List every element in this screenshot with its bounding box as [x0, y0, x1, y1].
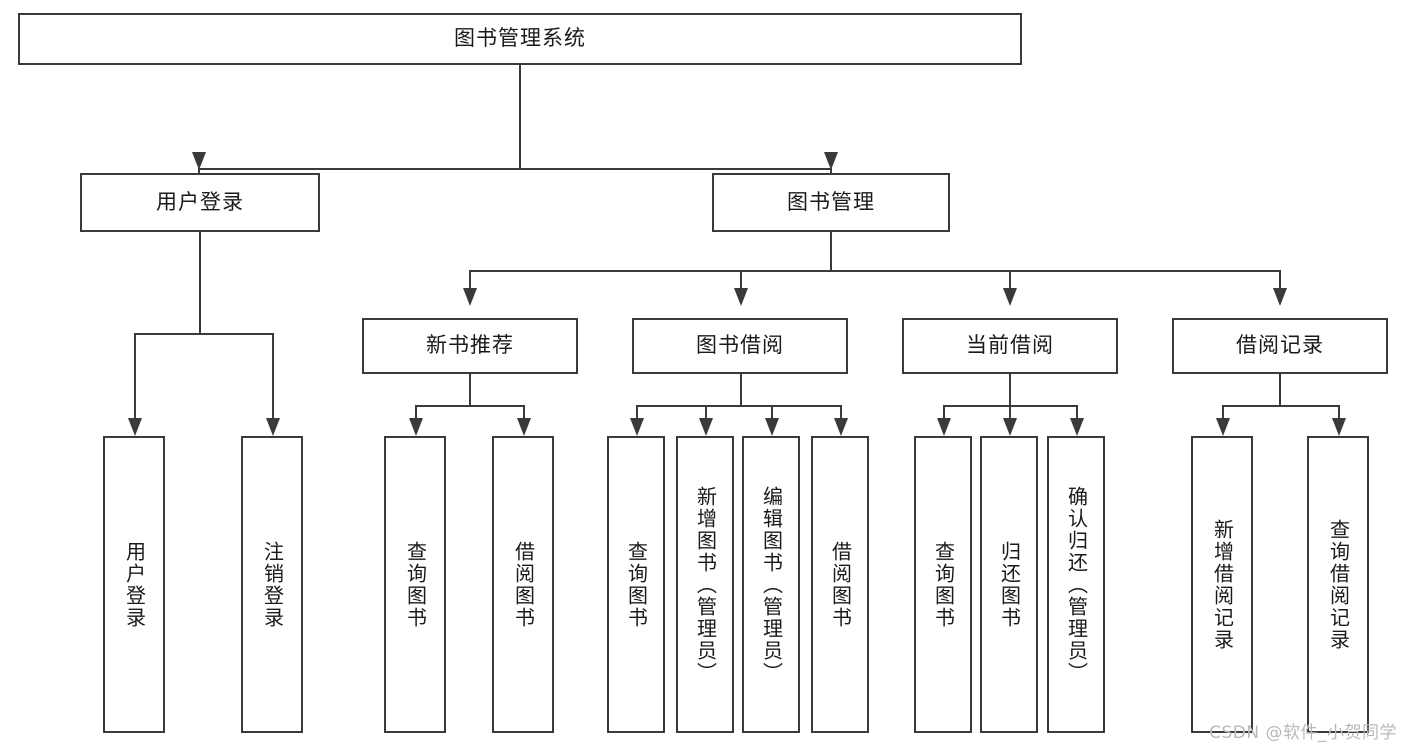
- node-label: 查询图书: [403, 540, 428, 629]
- edge-nb-to-query: [415, 405, 417, 418]
- node-label: 借阅记录: [1236, 333, 1324, 358]
- arrowhead-nb-to-borrow: [517, 418, 531, 436]
- leaf-new-book-query[interactable]: 查询图书: [384, 436, 446, 733]
- leaf-borrow-record-query[interactable]: 查询借阅记录: [1307, 436, 1369, 733]
- arrowhead-bb-to-edit: [765, 418, 779, 436]
- node-label: 借阅图书: [511, 540, 536, 629]
- arrowhead-cb-to-confirm: [1070, 418, 1084, 436]
- arrowhead-bm-to-current-borrow: [1003, 288, 1017, 306]
- edge-bm-to-borrow-record: [1279, 270, 1281, 288]
- leaf-borrow-record-add[interactable]: 新增借阅记录: [1191, 436, 1253, 733]
- edge-new-book-bus: [415, 405, 525, 407]
- edge-user-login-bus: [134, 333, 274, 335]
- leaf-current-borrow-query[interactable]: 查询图书: [914, 436, 972, 733]
- node-label: 查询图书: [931, 540, 956, 629]
- node-label: 新增借阅记录: [1210, 518, 1235, 651]
- node-label: 图书管理: [787, 189, 875, 214]
- arrowhead-cb-to-return: [1003, 418, 1017, 436]
- leaf-user-login-logout[interactable]: 注销登录: [241, 436, 303, 733]
- node-label: 图书借阅: [696, 333, 784, 358]
- edge-bm-to-book-borrow: [740, 270, 742, 288]
- leaf-new-book-borrow[interactable]: 借阅图书: [492, 436, 554, 733]
- arrowhead-bb-to-borrow: [834, 418, 848, 436]
- edge-root-bus: [198, 168, 831, 170]
- node-label: 注销登录: [260, 540, 285, 629]
- node-root-book-management-system[interactable]: 图书管理系统: [18, 13, 1022, 65]
- node-new-book-recommend[interactable]: 新书推荐: [362, 318, 578, 374]
- node-label: 确认归还（管理员）: [1064, 485, 1089, 684]
- arrowhead-bb-to-add: [699, 418, 713, 436]
- edge-bb-to-borrow: [840, 405, 842, 418]
- leaf-book-borrow-edit[interactable]: 编辑图书（管理员）: [742, 436, 800, 733]
- arrowhead-root-to-book-management: [824, 152, 838, 170]
- node-book-borrow[interactable]: 图书借阅: [632, 318, 848, 374]
- edge-cb-to-query: [943, 405, 945, 418]
- node-label: 新增图书（管理员）: [693, 485, 718, 684]
- leaf-book-borrow-query[interactable]: 查询图书: [607, 436, 665, 733]
- node-label: 图书管理系统: [454, 26, 586, 51]
- node-current-borrow[interactable]: 当前借阅: [902, 318, 1118, 374]
- arrowhead-nb-to-query: [409, 418, 423, 436]
- edge-nb-to-borrow: [523, 405, 525, 418]
- arrowhead-br-to-add: [1216, 418, 1230, 436]
- edge-bm-to-current-borrow: [1009, 270, 1011, 288]
- edge-book-management-bus: [469, 270, 1281, 272]
- edge-user-login-to-login: [134, 333, 136, 418]
- node-user-login[interactable]: 用户登录: [80, 173, 320, 232]
- node-book-management[interactable]: 图书管理: [712, 173, 950, 232]
- edge-bm-to-new-book: [469, 270, 471, 288]
- edge-borrow-record-bus: [1222, 405, 1340, 407]
- leaf-current-borrow-return[interactable]: 归还图书: [980, 436, 1038, 733]
- node-label: 查询借阅记录: [1326, 518, 1351, 651]
- edge-root-stem: [519, 65, 521, 170]
- leaf-book-borrow-add[interactable]: 新增图书（管理员）: [676, 436, 734, 733]
- node-label: 借阅图书: [828, 540, 853, 629]
- node-borrow-record[interactable]: 借阅记录: [1172, 318, 1388, 374]
- edge-borrow-record-stem: [1279, 374, 1281, 406]
- node-label: 查询图书: [624, 540, 649, 629]
- arrowhead-cb-to-query: [937, 418, 951, 436]
- edge-user-login-to-logout: [272, 333, 274, 418]
- arrowhead-user-login-to-logout: [266, 418, 280, 436]
- arrowhead-bm-to-borrow-record: [1273, 288, 1287, 306]
- edge-user-login-stem: [199, 232, 201, 334]
- edge-current-borrow-stem: [1009, 374, 1011, 406]
- edge-br-to-query: [1338, 405, 1340, 418]
- edge-bb-to-query: [636, 405, 638, 418]
- arrowhead-root-to-user-login: [192, 152, 206, 170]
- node-label: 新书推荐: [426, 333, 514, 358]
- node-label: 用户登录: [122, 540, 147, 629]
- node-label: 编辑图书（管理员）: [759, 485, 784, 684]
- edge-cb-to-confirm: [1076, 405, 1078, 418]
- arrowhead-bm-to-new-book: [463, 288, 477, 306]
- edge-bb-to-edit: [771, 405, 773, 418]
- arrowhead-br-to-query: [1332, 418, 1346, 436]
- arrowhead-bm-to-book-borrow: [734, 288, 748, 306]
- edge-bb-to-add: [705, 405, 707, 418]
- node-label: 归还图书: [997, 540, 1022, 629]
- edge-new-book-stem: [469, 374, 471, 406]
- arrowhead-user-login-to-login: [128, 418, 142, 436]
- leaf-book-borrow-borrow[interactable]: 借阅图书: [811, 436, 869, 733]
- edge-cb-to-return: [1009, 405, 1011, 418]
- node-label: 用户登录: [156, 189, 244, 214]
- node-label: 当前借阅: [966, 333, 1054, 358]
- arrowhead-bb-to-query: [630, 418, 644, 436]
- leaf-user-login-login[interactable]: 用户登录: [103, 436, 165, 733]
- leaf-current-borrow-confirm[interactable]: 确认归还（管理员）: [1047, 436, 1105, 733]
- edge-book-management-stem: [830, 232, 832, 272]
- edge-book-borrow-stem: [740, 374, 742, 406]
- edge-br-to-add: [1222, 405, 1224, 418]
- edge-book-borrow-bus: [636, 405, 841, 407]
